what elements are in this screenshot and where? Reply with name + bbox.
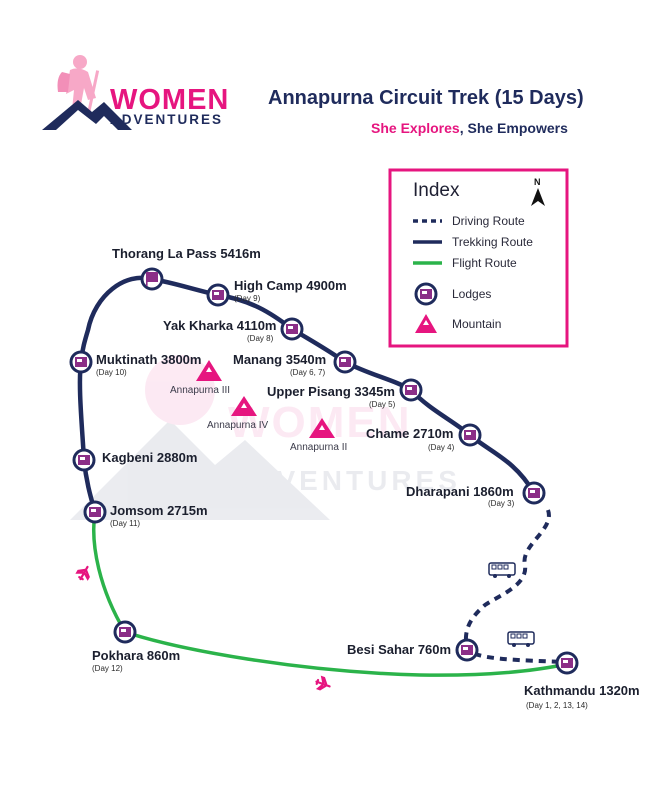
lodge-icon: [69, 350, 93, 374]
place-name: Upper Pisang 3345m: [267, 384, 395, 399]
place-day: (Day 9): [234, 294, 261, 303]
mountain-label: Annapurna II: [290, 442, 347, 453]
lodge-icon: [113, 620, 137, 644]
tagline-part2: She Empowers: [467, 120, 568, 136]
plane-icon: [315, 675, 331, 691]
place-day: (Day 6, 7): [290, 368, 325, 377]
lodge-icon: [458, 423, 482, 447]
place-name: Thorang La Pass 5416m: [112, 246, 261, 261]
place-day: (Day 11): [110, 519, 140, 528]
place-yak-kharka: Yak Kharka 4110m (Day 8): [163, 317, 304, 343]
place-name: Yak Kharka 4110m: [163, 318, 276, 333]
place-day: (Day 1, 2, 13, 14): [526, 701, 588, 710]
place-name: Kagbeni 2880m: [102, 450, 197, 465]
flag-icon: [146, 272, 158, 286]
tagline: She Explores, She Empowers: [371, 120, 568, 136]
lodge-icon: [72, 448, 96, 472]
logo-mountain-icon: [42, 100, 132, 130]
legend-trekking-label: Trekking Route: [452, 235, 533, 249]
logo-adventures-text: ADVENTURES: [110, 112, 223, 127]
mountain-annapurna-ii: Annapurna II: [290, 418, 347, 453]
place-muktinath: Muktinath 3800m (Day 10): [69, 350, 201, 377]
lodge-icon: [280, 317, 304, 341]
place-upper-pisang: Upper Pisang 3345m (Day 5): [267, 378, 423, 409]
legend-mountain-label: Mountain: [452, 317, 501, 331]
place-besi-sahar: Besi Sahar 760m: [347, 638, 479, 662]
page-title: Annapurna Circuit Trek (15 Days): [268, 87, 584, 109]
place-thorang-la: Thorang La Pass 5416m: [112, 246, 261, 291]
bus-icon: [507, 631, 535, 647]
legend-lodges-label: Lodges: [452, 287, 491, 301]
map-index: Index N Driving Route Trekking Route Fli…: [388, 168, 569, 348]
tagline-part1: She Explores: [371, 120, 460, 136]
place-manang: Manang 3540m (Day 6, 7): [233, 350, 357, 377]
place-high-camp: High Camp 4900m (Day 9): [206, 278, 347, 307]
legend-lodge-icon: [414, 282, 438, 306]
place-day: (Day 4): [428, 443, 455, 452]
north-label: N: [534, 177, 541, 187]
watermark-figure-icon: [145, 355, 215, 425]
mountain-label: Annapurna III: [170, 385, 230, 396]
place-name: High Camp 4900m: [234, 278, 347, 293]
lodge-icon: [399, 378, 423, 402]
place-day: (Day 8): [247, 334, 274, 343]
watermark-mountain-icon: [70, 420, 330, 520]
driving-route: [464, 509, 566, 664]
mountain-annapurna-iv: Annapurna IV: [207, 396, 268, 431]
legend-driving-label: Driving Route: [452, 214, 525, 228]
place-kagbeni: Kagbeni 2880m: [72, 448, 197, 472]
place-chame: Chame 2710m (Day 4): [366, 423, 482, 452]
lodge-icon: [522, 481, 546, 505]
place-day: (Day 12): [92, 664, 123, 673]
place-name: Pokhara 860m: [92, 648, 180, 663]
bus-icon: [488, 562, 516, 578]
watermark-adventures: ADVENTURES: [228, 465, 461, 496]
place-name: Jomsom 2715m: [110, 503, 208, 518]
watermark: WOMEN ADVENTURES: [70, 355, 461, 520]
brand-logo: WOMEN ADVENTURES: [42, 55, 229, 130]
place-dharapani: Dharapani 1860m (Day 3): [406, 481, 546, 508]
mountain-annapurna-iii: Annapurna III: [170, 360, 230, 396]
hiker-icon: [57, 55, 100, 112]
place-jomsom: Jomsom 2715m (Day 11): [83, 500, 208, 528]
lodge-icon: [555, 651, 579, 675]
north-arrow-icon: N: [531, 177, 545, 206]
flight-route: [92, 511, 568, 677]
place-name: Manang 3540m: [233, 352, 326, 367]
lodge-icon: [455, 638, 479, 662]
plane-icon: [75, 565, 90, 581]
place-day: (Day 3): [488, 499, 515, 508]
lodge-icon: [83, 500, 107, 524]
place-name: Chame 2710m: [366, 426, 453, 441]
lodge-icon: [206, 283, 230, 307]
place-day: (Day 5): [369, 400, 396, 409]
logo-women-text: WOMEN: [110, 84, 229, 116]
index-title: Index: [413, 180, 460, 201]
place-day: (Day 10): [96, 368, 127, 377]
watermark-women: WOMEN: [228, 398, 412, 447]
place-kathmandu: Kathmandu 1320m (Day 1, 2, 13, 14): [524, 651, 640, 710]
place-name: Dharapani 1860m: [406, 484, 514, 499]
legend-flight-label: Flight Route: [452, 256, 517, 270]
lodge-icon: [333, 350, 357, 374]
place-name: Besi Sahar 760m: [347, 642, 451, 657]
place-name: Muktinath 3800m: [96, 352, 201, 367]
tagline-separator: ,: [460, 120, 468, 136]
place-pokhara: Pokhara 860m (Day 12): [92, 620, 180, 673]
place-name: Kathmandu 1320m: [524, 683, 640, 698]
mountain-label: Annapurna IV: [207, 420, 268, 431]
